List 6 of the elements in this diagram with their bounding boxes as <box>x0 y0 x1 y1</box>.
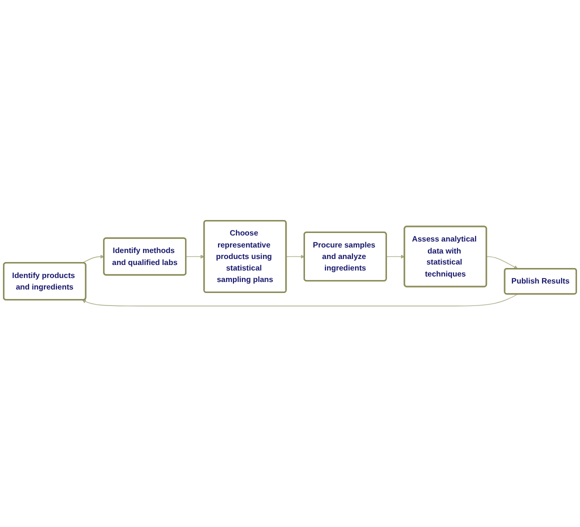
arrow <box>186 254 204 259</box>
arrow <box>82 294 518 307</box>
arrow <box>486 256 518 270</box>
arrow <box>286 254 305 259</box>
arrow <box>386 254 405 259</box>
arrow <box>82 254 104 264</box>
